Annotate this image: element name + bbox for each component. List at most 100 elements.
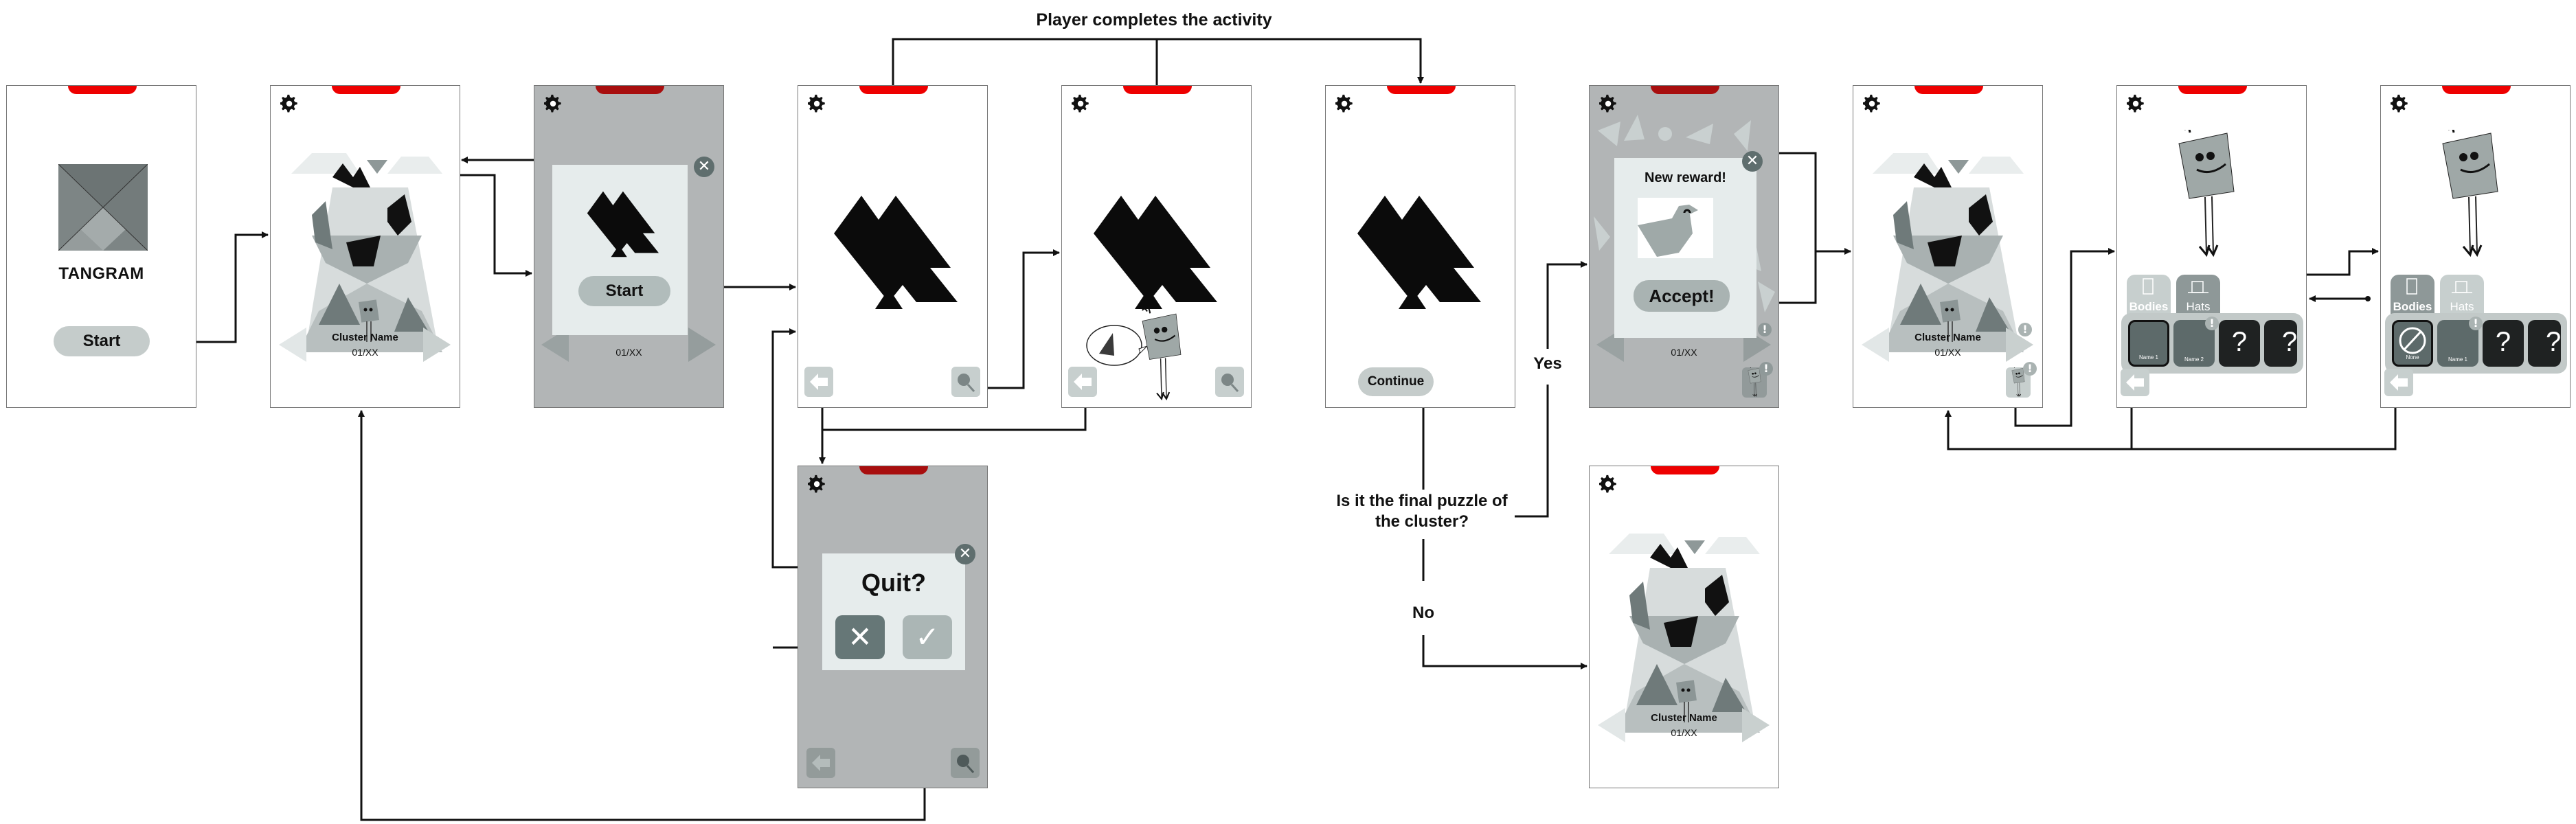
hint-button[interactable] (1215, 367, 1244, 397)
close-icon[interactable]: ✕ (955, 544, 975, 564)
wardrobe-item-locked[interactable]: ? (2528, 320, 2561, 367)
screen-puzzle (798, 85, 988, 408)
cluster-illustration[interactable] (1866, 146, 2031, 352)
quit-heading: Quit? (861, 569, 926, 597)
hint-button[interactable] (951, 367, 980, 397)
notch (1651, 466, 1719, 474)
continue-button[interactable]: Continue (1358, 367, 1434, 396)
item-tray[interactable]: None Name 1 ! ? ? (2385, 313, 2567, 374)
tab-label: Bodies (2393, 300, 2432, 313)
notch (1387, 86, 1456, 94)
gear-icon[interactable] (1599, 94, 1618, 113)
tab-hats[interactable]: Hats (2176, 275, 2220, 316)
app-name: TANGRAM (58, 264, 144, 283)
alert-badge: ! (2205, 317, 2219, 330)
alert-badge: ! (2469, 317, 2483, 330)
accept-button[interactable]: Accept! (1634, 280, 1730, 312)
notch (859, 86, 928, 94)
start-button[interactable]: Start (578, 276, 670, 306)
tab-bodies[interactable]: Bodies (2127, 275, 2171, 316)
magnifier-icon (957, 755, 975, 774)
hint-button (951, 748, 980, 778)
prev-arrow-icon[interactable] (1862, 328, 1889, 362)
back-button[interactable] (2121, 369, 2149, 396)
puzzle-silhouette (587, 191, 659, 258)
screen-reward: 01/XX ! ! New reward! Accept! ✕ (1589, 85, 1779, 408)
gear-icon[interactable] (808, 474, 827, 494)
screen-cluster-select-badge: ! Cluster Name 01/XX ! (1853, 85, 2043, 408)
back-arrow-icon (1074, 374, 1092, 390)
screen-cluster-select: Cluster Name 01/XX (270, 85, 460, 408)
gear-icon[interactable] (280, 94, 300, 113)
magnifier-icon (1221, 374, 1239, 393)
tab-bodies[interactable]: Bodies (2391, 275, 2434, 316)
start-button[interactable]: Start (54, 326, 150, 356)
wardrobe-item-locked[interactable]: ? (2264, 320, 2297, 367)
close-icon[interactable]: ✕ (694, 157, 714, 177)
gear-icon[interactable] (1072, 94, 1091, 113)
back-arrow-icon (812, 755, 830, 771)
screen-puzzle-hint (1061, 85, 1252, 408)
cancel-quit-button[interactable]: ✕ (835, 615, 885, 659)
close-icon[interactable]: ✕ (1742, 151, 1763, 172)
screen-wardrobe-bodies: Bodies Hats None Name 1 ! ? ? (2380, 85, 2571, 408)
screen-wardrobe-hats: Bodies Hats Name 1 Name 2 ! ? ? (2116, 85, 2307, 408)
confirm-quit-button[interactable]: ✓ (903, 615, 952, 659)
gear-icon[interactable] (544, 94, 563, 113)
gear-icon[interactable] (1335, 94, 1355, 113)
gear-icon[interactable] (808, 94, 827, 113)
confetti (1594, 115, 1775, 312)
wardrobe-item[interactable]: Name 1 (2128, 320, 2169, 367)
prev-arrow-icon[interactable] (279, 328, 306, 362)
back-arrow-icon (2126, 374, 2144, 391)
body-icon (2406, 278, 2417, 295)
reward-dialog: New reward! Accept! (1614, 158, 1756, 338)
wire-decision-no (1422, 635, 1588, 670)
prev-arrow-icon (541, 328, 569, 362)
wardrobe-item-locked[interactable]: ? (2219, 320, 2260, 367)
reward-bird-image (1638, 198, 1713, 258)
item-tray[interactable]: Name 1 Name 2 ! ? ? (2121, 313, 2303, 374)
next-arrow-icon[interactable] (2006, 328, 2033, 362)
preview-dialog: Start (552, 165, 688, 335)
notch (859, 466, 928, 474)
cluster-illustration[interactable] (1602, 527, 1767, 733)
character-preview (2178, 130, 2235, 256)
notch (2178, 86, 2247, 94)
hint-character (1141, 309, 1182, 400)
gear-icon[interactable] (2391, 94, 2410, 113)
tab-label: Bodies (2129, 300, 2169, 313)
prev-arrow-icon[interactable] (1598, 708, 1625, 742)
cluster-progress: 01/XX (615, 347, 642, 358)
quit-dialog: Quit? ✕ ✓ (822, 553, 965, 670)
gear-icon[interactable] (1599, 474, 1618, 494)
cluster-name: Cluster Name (332, 332, 398, 343)
next-arrow-icon[interactable] (1742, 708, 1770, 742)
alert-badge: ! (1759, 362, 1773, 376)
gear-icon[interactable] (2127, 94, 2146, 113)
screen-cluster-select-next: Cluster Name 01/XX (1589, 466, 1779, 788)
decision-yes-label: Yes (1528, 354, 1567, 374)
notch (332, 86, 400, 94)
wardrobe-item-locked[interactable]: ? (2483, 320, 2524, 367)
alert-badge: ! (1758, 323, 1772, 336)
gear-icon[interactable] (1863, 94, 1882, 113)
cluster-progress: 01/XX (1934, 347, 1961, 358)
character-preview (2441, 130, 2499, 256)
back-arrow-icon (810, 374, 828, 390)
wardrobe-item[interactable]: None (2392, 320, 2433, 367)
cluster-illustration[interactable] (284, 146, 449, 352)
back-button (806, 748, 835, 778)
body-icon (2143, 278, 2154, 295)
alert-badge: ! (2023, 362, 2037, 376)
back-button[interactable] (1068, 367, 1097, 397)
tab-hats[interactable]: Hats (2440, 275, 2484, 316)
screen-title: TANGRAM Start (6, 85, 196, 408)
back-arrow-icon (2390, 374, 2408, 391)
next-arrow-icon[interactable] (423, 328, 451, 362)
activity-complete-label: Player completes the activity (1017, 10, 1291, 32)
magnifier-icon (958, 374, 975, 393)
back-button[interactable] (2384, 369, 2413, 396)
decision-question: Is it the final puzzle of the cluster? (1329, 491, 1515, 532)
back-button[interactable] (804, 367, 833, 397)
